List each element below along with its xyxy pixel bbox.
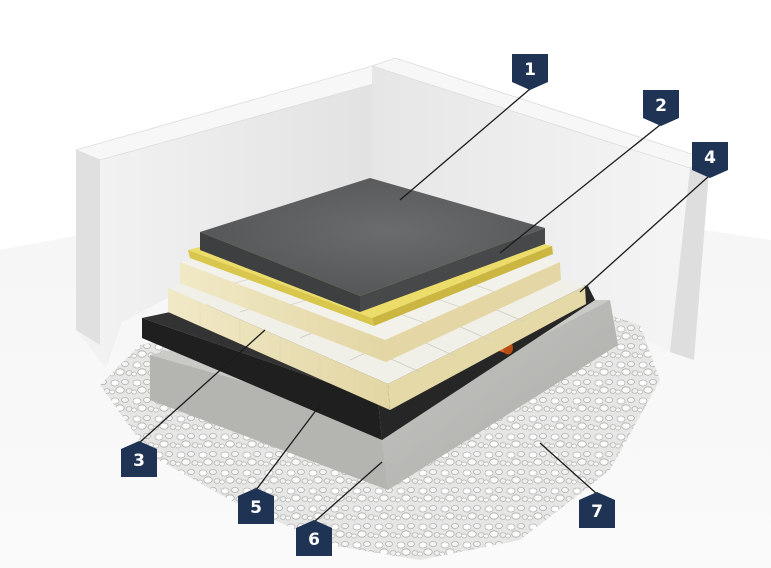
lower-board-edge-left <box>168 288 390 410</box>
left-wall-end <box>76 150 100 345</box>
marker-4: 4 <box>692 142 728 178</box>
foil-edge-left <box>188 250 374 326</box>
slab-front-left <box>150 355 388 490</box>
upper-board-edge-left <box>180 262 386 362</box>
marker-5-badge <box>238 488 274 524</box>
right-wall <box>372 66 690 352</box>
marker-6: 6 <box>296 520 332 556</box>
leader-2 <box>499 124 661 254</box>
right-wall-end <box>670 160 710 360</box>
marker-5: 5 <box>238 488 274 524</box>
leader-7 <box>539 442 598 495</box>
marker-1-badge <box>512 54 548 90</box>
marker-4-badge <box>692 142 728 178</box>
marker-1: 1 <box>512 54 548 90</box>
marker-4-label: 4 <box>704 148 716 168</box>
leader-6 <box>313 461 383 523</box>
marker-1-label: 1 <box>524 60 536 80</box>
leader-lines <box>138 88 710 523</box>
leader-3 <box>138 329 266 444</box>
lower-board-joints <box>199 302 531 394</box>
marker-5-label: 5 <box>250 498 262 518</box>
foil-edge-right <box>372 246 553 326</box>
marker-3-label: 3 <box>133 451 145 471</box>
slab-front-right <box>380 300 618 490</box>
screed-edge-right <box>360 228 545 312</box>
lower-board-edge-right <box>388 286 586 410</box>
marker-7-badge <box>579 492 615 528</box>
marker-2-label: 2 <box>655 96 667 116</box>
screed-edge-left <box>200 232 360 312</box>
marker-7: 7 <box>579 492 615 528</box>
marker-2: 2 <box>643 90 679 126</box>
marker-7-label: 7 <box>591 502 603 522</box>
membrane-edge-left <box>142 318 382 440</box>
marker-2-badge <box>643 90 679 126</box>
leader-5 <box>255 404 321 491</box>
marker-6-badge <box>296 520 332 556</box>
marker-6-label: 6 <box>308 530 320 550</box>
leader-1 <box>399 88 531 201</box>
upper-board-edge-right <box>385 262 561 362</box>
marker-3: 3 <box>121 441 157 477</box>
marker-3-badge <box>121 441 157 477</box>
concrete-screed <box>200 178 545 312</box>
corner-walls <box>74 57 712 368</box>
leader-4 <box>579 175 710 293</box>
